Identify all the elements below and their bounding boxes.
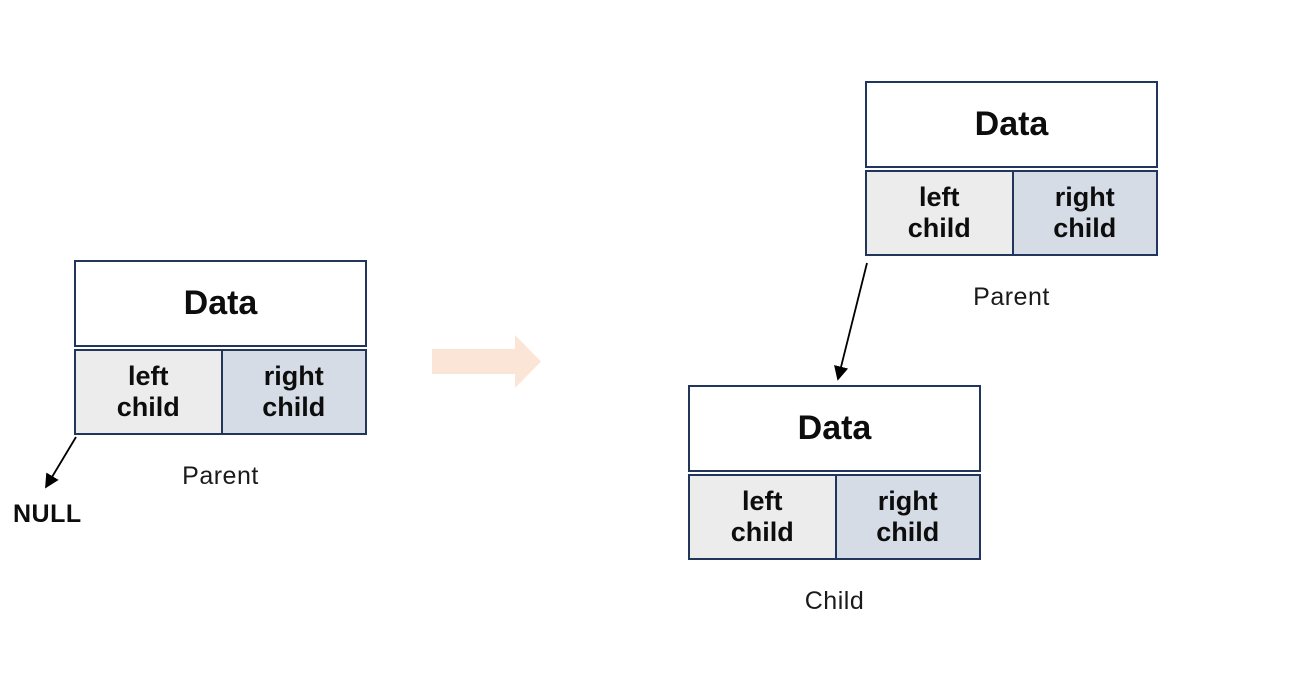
left-child-label: left child [730, 485, 794, 547]
left-child-cell: left child [867, 172, 1012, 254]
node-caption: Child [804, 587, 865, 615]
right-child-label: right child [262, 360, 326, 422]
null-pointer-arrow-icon [45, 436, 77, 489]
data-label: Data [974, 105, 1049, 143]
data-box: Data [74, 260, 367, 347]
node-before-parent: Data left child right child Parent [74, 260, 367, 490]
node-after-child: Data left child right child Child [688, 385, 981, 615]
child-pointer-cells: left child right child [74, 349, 367, 435]
null-label: NULL [13, 500, 82, 528]
left-child-label: left child [116, 360, 180, 422]
data-box: Data [688, 385, 981, 472]
data-label: Data [183, 284, 258, 322]
left-child-cell: left child [76, 351, 221, 433]
node-caption: Parent [182, 462, 259, 490]
left-child-cell: left child [690, 476, 835, 558]
right-child-label: right child [1053, 181, 1117, 243]
right-child-cell: right child [1011, 172, 1156, 254]
right-child-cell: right child [834, 476, 979, 558]
node-after-parent: Data left child right child Parent [865, 81, 1158, 311]
data-box: Data [865, 81, 1158, 168]
child-pointer-cells: left child right child [688, 474, 981, 560]
node-caption: Parent [973, 283, 1050, 311]
data-label: Data [797, 409, 872, 447]
right-child-cell: right child [220, 351, 365, 433]
left-child-label: left child [907, 181, 971, 243]
right-child-label: right child [876, 485, 940, 547]
child-pointer-cells: left child right child [865, 170, 1158, 256]
transform-right-block-arrow-icon [432, 335, 541, 388]
parent-to-child-arrow-icon [834, 262, 868, 381]
